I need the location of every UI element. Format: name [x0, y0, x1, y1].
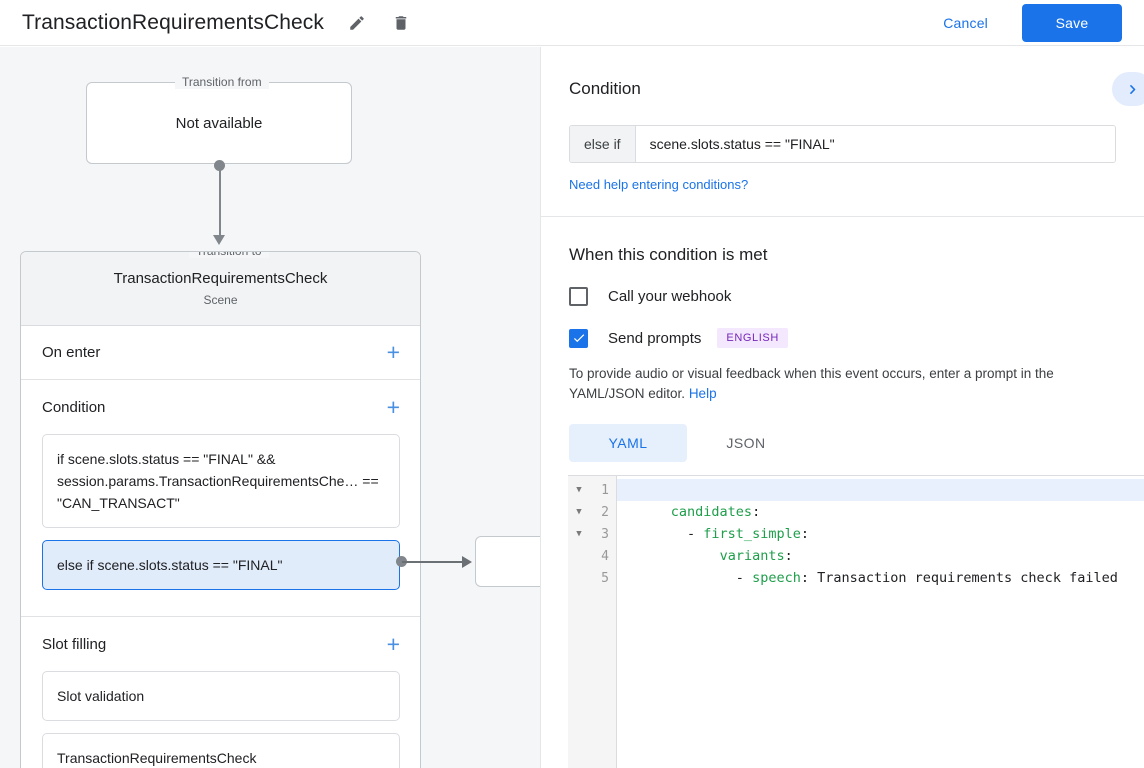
- fold-toggle-icon[interactable]: ▼: [576, 507, 582, 517]
- connector-arrow-right: [462, 556, 472, 568]
- gutter-row[interactable]: ▼ 2: [568, 501, 616, 523]
- condition-input-row[interactable]: else if scene.slots.status == "FINAL": [569, 125, 1116, 163]
- top-app-bar: TransactionRequirementsCheck Cancel Save: [0, 0, 1144, 46]
- add-slot-filling-icon[interactable]: +: [386, 630, 400, 657]
- panel-divider: [541, 216, 1144, 217]
- code-indent: -: [670, 526, 704, 542]
- section-on-enter[interactable]: On enter +: [21, 326, 420, 380]
- language-badge: ENGLISH: [717, 328, 788, 348]
- transition-to-card[interactable]: Transition to TransactionRequirementsChe…: [20, 251, 421, 768]
- code-key: first_simple: [703, 526, 801, 542]
- add-on-enter-icon[interactable]: +: [386, 339, 400, 365]
- save-button[interactable]: Save: [1022, 3, 1122, 42]
- pencil-icon[interactable]: [346, 12, 368, 34]
- connector-arrow-down: [213, 235, 225, 245]
- condition-prefix-label: else if: [570, 126, 636, 162]
- condition-section-title: Condition: [569, 79, 641, 98]
- connector-dot-condition: [396, 556, 407, 567]
- chevron-right-icon[interactable]: [1112, 72, 1144, 106]
- transition-from-value: Not available: [175, 114, 263, 132]
- condition-item-else-if[interactable]: else if scene.slots.status == "FINAL": [42, 540, 400, 590]
- transition-to-header: TransactionRequirementsCheck Scene: [21, 252, 420, 326]
- cancel-button[interactable]: Cancel: [931, 7, 1000, 39]
- condition-help-link[interactable]: Need help entering conditions?: [569, 177, 749, 192]
- code-line[interactable]: candidates:: [617, 479, 1144, 520]
- add-condition-icon[interactable]: +: [386, 393, 400, 420]
- transition-from-card[interactable]: Transition from Not available: [86, 75, 352, 164]
- code-indent: -: [670, 570, 753, 586]
- page-title: TransactionRequirementsCheck: [22, 10, 324, 34]
- code-key: speech: [752, 570, 801, 586]
- fold-toggle-icon[interactable]: ▼: [576, 529, 582, 539]
- when-condition-met-title: When this condition is met: [569, 245, 768, 264]
- line-number: 4: [601, 548, 609, 564]
- send-prompts-row[interactable]: Send prompts ENGLISH: [569, 328, 1116, 348]
- when-condition-met-section: When this condition is met Call your web…: [541, 217, 1144, 462]
- gutter-row[interactable]: ▼ 1: [568, 479, 616, 501]
- line-number: 5: [601, 570, 609, 586]
- editor-format-tabs: YAML JSON: [569, 424, 1116, 462]
- connector-line-vertical: [219, 165, 221, 237]
- line-number: 2: [601, 504, 609, 520]
- section-slot-filling: Slot filling + Slot validation Transacti…: [21, 617, 420, 768]
- connector-line-horizontal: [402, 561, 470, 563]
- yaml-editor[interactable]: ▼ 1 ▼ 2 ▼ 3 4 5 candidates: - first_simp…: [568, 475, 1144, 768]
- slot-item-slot-validation[interactable]: Slot validation: [42, 671, 400, 721]
- send-prompts-checkbox[interactable]: [569, 328, 588, 348]
- code-line[interactable]: - first_simple:: [617, 501, 1144, 542]
- transition-to-type: Scene: [203, 293, 238, 307]
- code-indent: [671, 548, 720, 564]
- code-key: candidates: [670, 504, 753, 520]
- condition-section: Condition else if scene.slots.status == …: [541, 47, 1144, 194]
- section-slot-filling-label: Slot filling: [42, 635, 107, 653]
- editor-gutter: ▼ 1 ▼ 2 ▼ 3 4 5: [568, 476, 617, 768]
- section-condition-header[interactable]: Condition +: [21, 380, 420, 434]
- editor-code-area[interactable]: candidates: - first_simple: variants: - …: [617, 476, 1144, 768]
- tab-yaml[interactable]: YAML: [569, 424, 687, 462]
- section-condition-label: Condition: [42, 398, 106, 416]
- tab-json[interactable]: JSON: [726, 435, 766, 451]
- line-number: 1: [601, 482, 609, 498]
- target-node-card[interactable]: [475, 536, 540, 587]
- section-condition: Condition + if scene.slots.status == "FI…: [21, 380, 420, 617]
- code-sep: :: [800, 570, 809, 586]
- trash-icon[interactable]: [390, 12, 412, 34]
- code-sep: :: [800, 526, 809, 542]
- section-on-enter-label: On enter: [42, 344, 101, 361]
- code-key: variants: [719, 548, 785, 564]
- call-webhook-checkbox[interactable]: [569, 287, 588, 306]
- gutter-row[interactable]: 5: [568, 567, 616, 589]
- line-number: 3: [601, 526, 609, 542]
- call-webhook-label: Call your webhook: [608, 288, 732, 305]
- transition-to-legend: Transition to: [189, 252, 269, 258]
- code-sep: :: [784, 548, 793, 564]
- flow-canvas[interactable]: Transition from Not available Transition…: [0, 47, 540, 768]
- fold-toggle-icon[interactable]: ▼: [576, 485, 582, 495]
- webhook-row[interactable]: Call your webhook: [569, 287, 1116, 306]
- send-prompts-label: Send prompts: [608, 329, 702, 347]
- transition-to-name: TransactionRequirementsCheck: [113, 270, 328, 287]
- code-sep: :: [752, 504, 761, 520]
- prompts-description-text: To provide audio or visual feedback when…: [569, 366, 1054, 401]
- prompts-description: To provide audio or visual feedback when…: [569, 364, 1116, 404]
- condition-expression-input[interactable]: scene.slots.status == "FINAL": [635, 126, 1115, 162]
- gutter-row[interactable]: 4: [568, 545, 616, 567]
- slot-item-transaction-requirements-check[interactable]: TransactionRequirementsCheck: [42, 733, 400, 768]
- prompts-help-link[interactable]: Help: [688, 386, 717, 401]
- transition-from-legend: Transition from: [175, 75, 269, 89]
- condition-item-if[interactable]: if scene.slots.status == "FINAL" && sess…: [42, 434, 400, 528]
- code-line[interactable]: variants:: [617, 523, 1144, 564]
- code-value: Transaction requirements check failed: [808, 570, 1118, 586]
- code-line[interactable]: - speech: Transaction requirements check…: [617, 545, 1144, 586]
- section-slot-filling-header[interactable]: Slot filling +: [21, 617, 420, 671]
- gutter-row[interactable]: ▼ 3: [568, 523, 616, 545]
